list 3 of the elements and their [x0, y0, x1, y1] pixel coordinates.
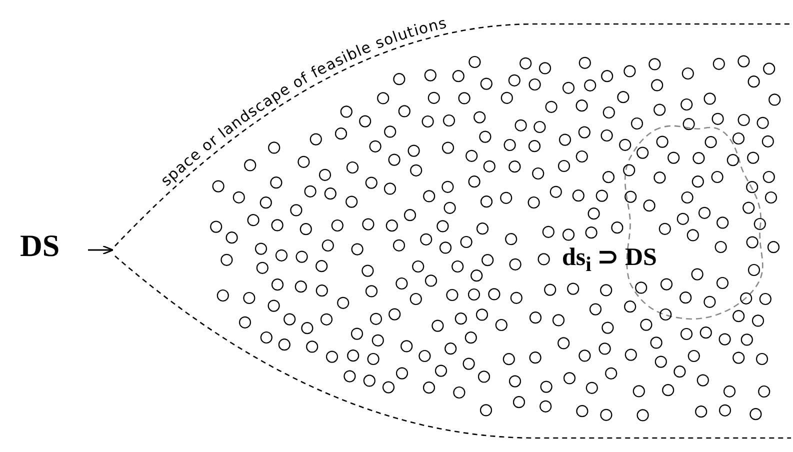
subset-label: ds$_{i}$ ⊃ DS — [562, 243, 657, 278]
arrow — [88, 245, 114, 255]
set-label: DS — [20, 227, 60, 265]
